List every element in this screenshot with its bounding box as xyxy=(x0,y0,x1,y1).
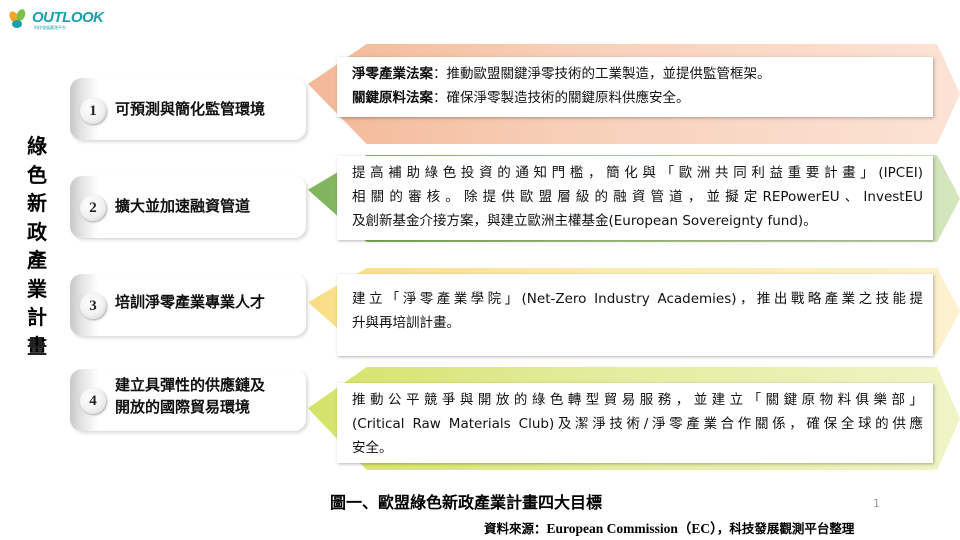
leaf-icon xyxy=(9,9,26,28)
vertical-title: 綠 色 新 政 產 業 計 畫 xyxy=(27,134,47,358)
source-note: 資料來源：European Commission（EC），科技發展觀測平台整理 xyxy=(484,521,855,536)
goal-4-label: 建立具彈性的供應鏈及 開放的國際貿易環境 xyxy=(115,376,266,416)
goal-1-description: 淨零產業法案：推動歐盟關鍵淨零技術的工業製造，並提供監管框架。 關鍵原料法案：確… xyxy=(337,57,933,117)
logo-subtitle: 科技發展觀測平台 xyxy=(34,25,66,30)
goal-3-description: 建立「淨零產業學院」(Net-Zero Industry Academies)，… xyxy=(337,274,933,356)
net-zero-industry-act: 淨零產業法案 xyxy=(352,66,433,82)
goal-4-number: 4 xyxy=(80,388,106,414)
goal-2-number: 2 xyxy=(80,195,106,221)
outlook-logo: OUTLOOK 科技發展觀測平台 xyxy=(6,8,104,34)
goal-2-description: 提高補助綠色投資的通知門檻，簡化與「歐洲共同利益重要計畫」(IPCEI) 相關的… xyxy=(337,156,933,240)
goal-4-box: 4 建立具彈性的供應鏈及 開放的國際貿易環境 xyxy=(70,369,306,431)
goal-1-label: 可預測與簡化監管環境 xyxy=(115,100,266,118)
figure-caption: 圖一、歐盟綠色新政產業計畫四大目標 xyxy=(330,493,603,512)
goal-2-box: 2 擴大並加速融資管道 xyxy=(70,176,306,238)
logo-wordmark: OUTLOOK xyxy=(32,9,104,26)
goal-3-number: 3 xyxy=(80,293,106,319)
critical-raw-materials-act: 關鍵原料法案 xyxy=(352,90,433,106)
goal-3-box: 3 培訓淨零產業專業人才 xyxy=(70,274,306,336)
goal-4-description: 推動公平競爭與開放的綠色轉型貿易服務，並建立「關鍵原物料俱樂部」 (Critic… xyxy=(337,383,933,463)
page-number: 1 xyxy=(873,497,880,510)
goal-1-number: 1 xyxy=(80,98,106,124)
goal-1-box: 1 可預測與簡化監管環境 xyxy=(70,78,306,140)
goal-2-label: 擴大並加速融資管道 xyxy=(115,197,251,215)
goal-3-label: 培訓淨零產業專業人才 xyxy=(115,293,266,311)
